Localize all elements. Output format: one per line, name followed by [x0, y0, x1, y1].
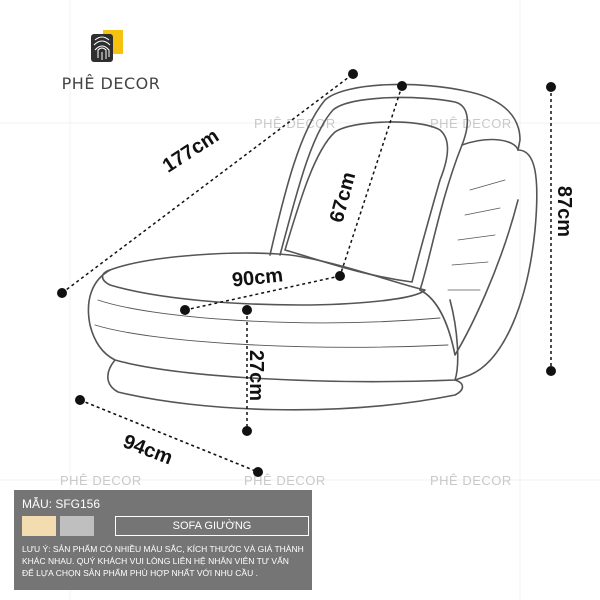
dimension-endpoint	[253, 467, 263, 477]
color-swatch-grey[interactable]	[60, 516, 94, 536]
backrest-cushion	[284, 121, 449, 283]
disclaimer-note: LƯU Ý: SẢN PHẨM CÓ NHIỀU MÀU SẮC, KÍCH T…	[22, 543, 310, 579]
watermark: PHÊ DECOR	[430, 473, 512, 488]
dimension-label-height: 87cm	[553, 185, 576, 238]
watermark: PHÊ DECOR	[254, 116, 336, 131]
dimension-endpoint	[335, 271, 345, 281]
dimension-line-length	[61, 73, 354, 294]
dimension-endpoint	[75, 395, 85, 405]
seat-body	[87, 269, 459, 383]
dimension-endpoint	[546, 366, 556, 376]
dimension-endpoint	[348, 69, 358, 79]
dimension-endpoint	[180, 305, 190, 315]
brand-logo: PHÊ DECOR	[56, 30, 166, 100]
sofa-base	[107, 359, 464, 411]
dimension-endpoint	[546, 82, 556, 92]
product-info-panel: MẪU: SFG156 SOFA GIƯỜNG LƯU Ý: SẢN PHẨM …	[14, 490, 312, 590]
dimension-line-depth	[184, 275, 341, 311]
watermark: PHÊ DECOR	[244, 473, 326, 488]
color-swatch-beige[interactable]	[22, 516, 56, 536]
side-bolster	[419, 138, 519, 356]
seat-pleats	[94, 299, 449, 348]
dimension-line-width	[79, 399, 259, 473]
disclaimer-line: KHÁC NHAU. QUÝ KHÁCH VUI LÒNG LIÊN HỆ NH…	[22, 556, 289, 566]
model-label: MẪU: SFG156	[22, 497, 101, 511]
dimension-label-seat-height: 27cm	[245, 349, 268, 402]
backrest-inner	[279, 96, 469, 291]
dimension-endpoint	[57, 288, 67, 298]
bolster-pleats	[447, 179, 506, 291]
fingerprint-logo-icon	[91, 30, 123, 62]
brand-name: PHÊ DECOR	[61, 74, 161, 93]
watermark: PHÊ DECOR	[60, 473, 142, 488]
disclaimer-line: LƯU Ý: SẢN PHẨM CÓ NHIỀU MÀU SẮC, KÍCH T…	[22, 544, 304, 554]
disclaimer-line: ĐỂ LỰA CHỌN SẢN PHẨM PHÙ HỢP NHẤT VỚI NH…	[22, 568, 258, 578]
seat-top	[101, 252, 426, 306]
backrest-outline	[269, 83, 538, 381]
dimension-endpoint	[242, 426, 252, 436]
watermark: PHÊ DECOR	[430, 116, 512, 131]
product-name: SOFA GIƯỜNG	[115, 516, 309, 536]
dimension-endpoint	[397, 81, 407, 91]
dimension-endpoint	[242, 305, 252, 315]
